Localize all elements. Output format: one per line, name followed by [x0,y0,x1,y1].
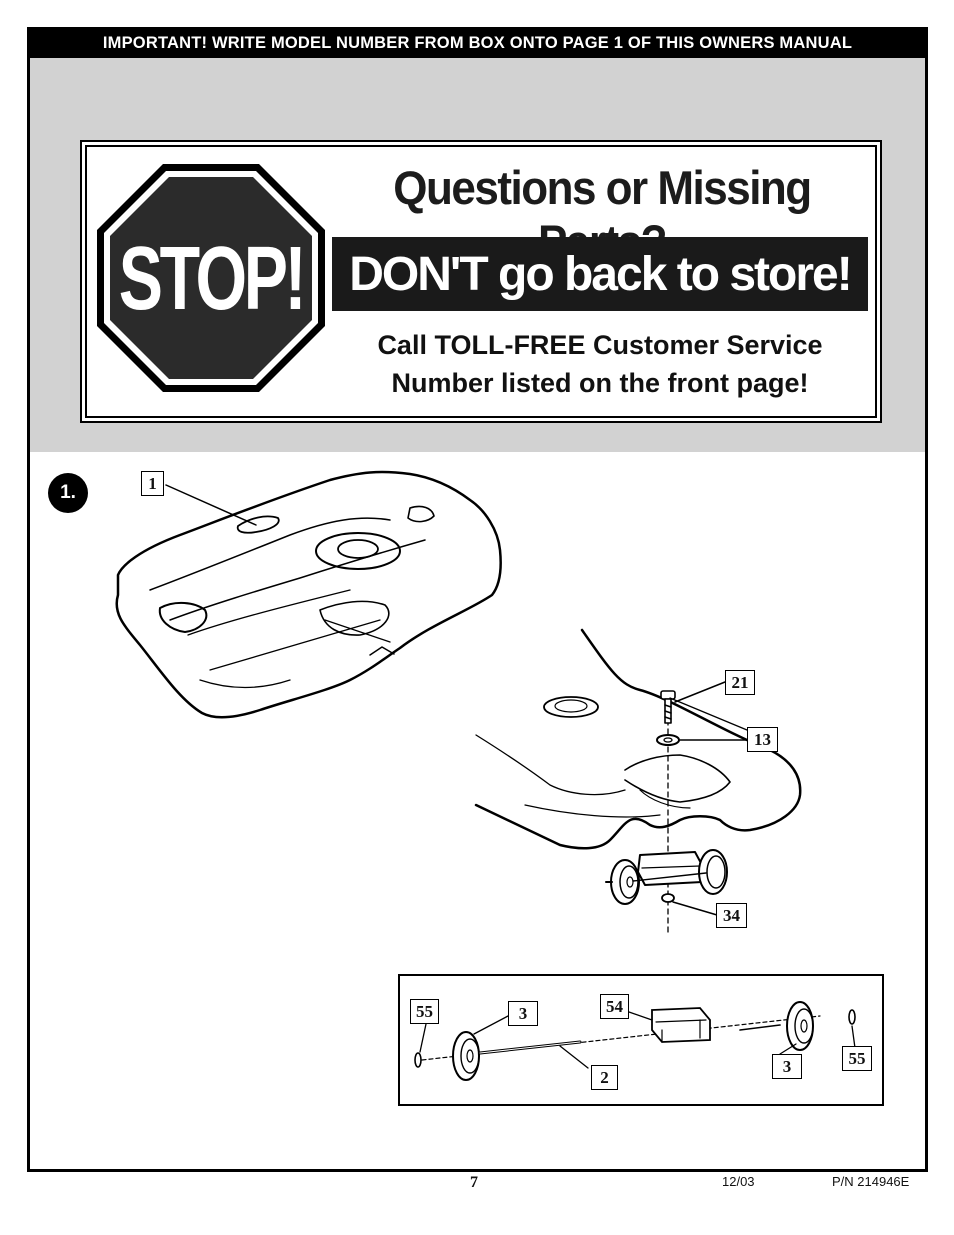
caster-assembly [605,849,728,905]
dont-go-back-banner: DON'T go back to store! [332,237,868,311]
wheel-axle-inset: 55 3 54 2 3 55 [398,974,884,1106]
page-frame: IMPORTANT! WRITE MODEL NUMBER FROM BOX O… [27,27,928,1172]
callout-part-55-left: 55 [410,999,439,1024]
revision-date: 12/03 [722,1174,755,1189]
call-toll-free-line: Call TOLL-FREE Customer Service [377,330,823,360]
step-number-badge: 1. [48,473,88,513]
callout-part-21: 21 [725,670,755,695]
callout-part-34: 34 [716,903,747,928]
callout-part-54: 54 [600,994,629,1019]
assembly-illustration [115,470,802,936]
callout-part-1: 1 [141,471,164,496]
callout-part-2: 2 [591,1065,618,1090]
stop-sign: STOP! [95,162,327,394]
stop-sign-text: STOP! [118,226,307,329]
callout-part-13: 13 [747,727,778,752]
bolt-21 [660,690,676,724]
front-page-number-line: Number listed on the front page! [391,368,809,398]
page-number: 7 [470,1174,478,1191]
callout-part-55-right: 55 [842,1046,872,1071]
callout-part-3-left: 3 [508,1001,538,1026]
stop-notice-box: STOP! Questions or Missing Parts? DON'T … [80,140,882,423]
base-top-view [115,470,502,719]
stop-notice-band: STOP! Questions or Missing Parts? DON'T … [30,58,925,452]
callout-part-3-right: 3 [772,1054,802,1079]
important-banner: IMPORTANT! WRITE MODEL NUMBER FROM BOX O… [30,30,925,58]
part-number: P/N 214946E [832,1174,910,1189]
